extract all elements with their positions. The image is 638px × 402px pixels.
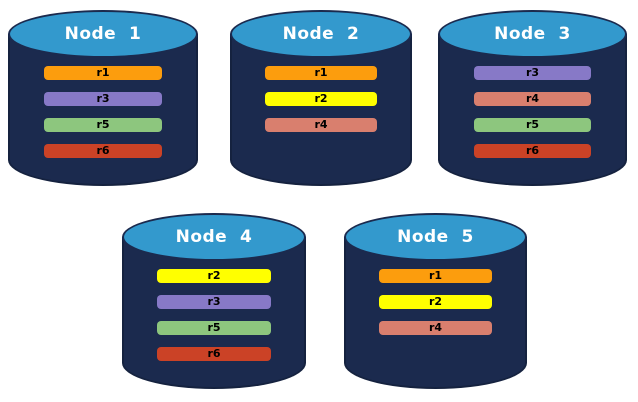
node-title: Node 4: [175, 227, 253, 247]
database-cylinder-body: [8, 34, 198, 186]
node-title: Node 1: [64, 24, 142, 44]
replica-bar: r3: [156, 295, 272, 309]
node-title: Node 2: [282, 24, 360, 44]
replica-bar: r1: [264, 66, 378, 80]
replica-list: r2 r3 r5 r6: [122, 269, 306, 361]
database-cylinder-top: Node 1: [8, 10, 198, 58]
replica-bar: r6: [44, 144, 162, 158]
database-cylinder-body: [438, 34, 627, 186]
node-4: Node 4 r2 r3 r5 r6: [122, 213, 306, 389]
replica-bar: r5: [44, 118, 162, 132]
replica-bar: r1: [378, 269, 493, 283]
replica-bar: r2: [156, 269, 272, 283]
database-cylinder-top: Node 5: [344, 213, 527, 261]
replica-bar: r4: [264, 118, 378, 132]
replica-bar: r5: [473, 118, 592, 132]
replica-bar: r5: [156, 321, 272, 335]
replica-bar: r3: [473, 66, 592, 80]
replica-bar: r2: [378, 295, 493, 309]
replica-bar: r4: [473, 92, 592, 106]
replica-bar: r6: [156, 347, 272, 361]
replica-bar: r4: [378, 321, 493, 335]
node-3: Node 3 r3 r4 r5 r6: [438, 10, 627, 186]
replica-list: r1 r3 r5 r6: [8, 66, 198, 158]
node-5: Node 5 r1 r2 r4: [344, 213, 527, 389]
node-title: Node 3: [494, 24, 571, 44]
node-1: Node 1 r1 r3 r5 r6: [8, 10, 198, 186]
replica-bar: r2: [264, 92, 378, 106]
database-cylinder-body: [344, 237, 527, 389]
node-title: Node 5: [397, 227, 474, 247]
database-cylinder-body: [122, 237, 306, 389]
replica-bar: r1: [44, 66, 162, 80]
database-cylinder-top: Node 2: [230, 10, 412, 58]
replica-bar: r3: [44, 92, 162, 106]
database-cylinder-top: Node 3: [438, 10, 627, 58]
replica-bar: r6: [473, 144, 592, 158]
replica-list: r3 r4 r5 r6: [438, 66, 627, 158]
node-2: Node 2 r1 r2 r4: [230, 10, 412, 186]
replica-list: r1 r2 r4: [230, 66, 412, 132]
database-cylinder-top: Node 4: [122, 213, 306, 261]
replica-list: r1 r2 r4: [344, 269, 527, 335]
database-cylinder-body: [230, 34, 412, 186]
